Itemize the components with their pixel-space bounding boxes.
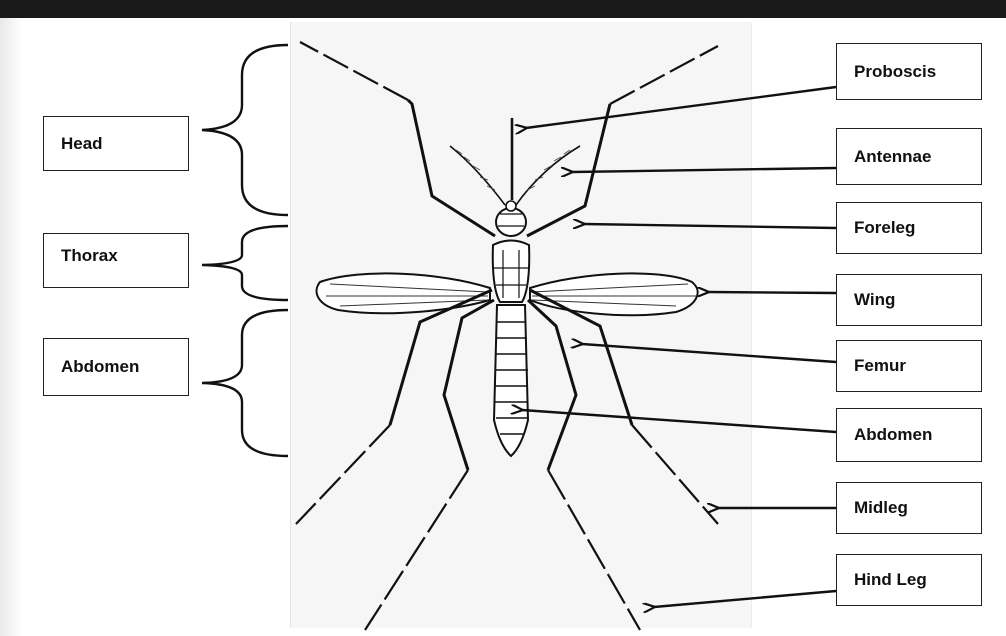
label-antennae: Antennae xyxy=(836,128,982,185)
label-proboscis: Proboscis xyxy=(836,43,982,100)
right-midleg-tarsus xyxy=(632,425,718,524)
arrow-hind-leg xyxy=(654,591,836,607)
label-abdomen-left: Abdomen xyxy=(43,338,189,396)
label-hind-leg: Hind Leg xyxy=(836,554,982,606)
arrow-wing xyxy=(708,292,836,293)
arrow-abdomen xyxy=(522,410,836,432)
arrow-femur xyxy=(582,344,836,362)
label-thorax: Thorax xyxy=(43,233,189,288)
arrow-proboscis xyxy=(526,87,836,128)
label-femur: Femur xyxy=(836,340,982,392)
arrow-foreleg xyxy=(584,224,836,228)
right-hindleg xyxy=(528,300,576,470)
right-antenna xyxy=(516,146,580,205)
brackets xyxy=(202,45,288,456)
label-abdomen-right: Abdomen xyxy=(836,408,982,462)
arrow-antennae xyxy=(572,168,836,172)
left-foreleg xyxy=(408,100,495,236)
mosquito-thorax xyxy=(493,241,529,303)
right-foreleg-tarsus xyxy=(610,46,718,104)
label-head: Head xyxy=(43,116,189,171)
left-foreleg-tarsus xyxy=(300,42,408,100)
right-foreleg xyxy=(527,104,610,236)
right-wing xyxy=(530,273,698,315)
right-hindleg-tarsus xyxy=(548,470,640,630)
label-midleg: Midleg xyxy=(836,482,982,534)
left-wing xyxy=(317,273,490,313)
label-wing: Wing xyxy=(836,274,982,326)
left-hindleg-tarsus xyxy=(365,470,468,630)
left-hindleg xyxy=(444,300,494,470)
label-foreleg: Foreleg xyxy=(836,202,982,254)
head-bracket xyxy=(202,45,288,215)
left-antenna xyxy=(450,146,505,205)
abdomen-bracket xyxy=(202,310,288,456)
pointer-arrows xyxy=(522,87,836,607)
left-midleg-tarsus xyxy=(296,425,390,524)
thorax-bracket xyxy=(202,226,288,300)
mosquito-head xyxy=(496,208,526,236)
mosquito-illustration xyxy=(296,42,718,630)
